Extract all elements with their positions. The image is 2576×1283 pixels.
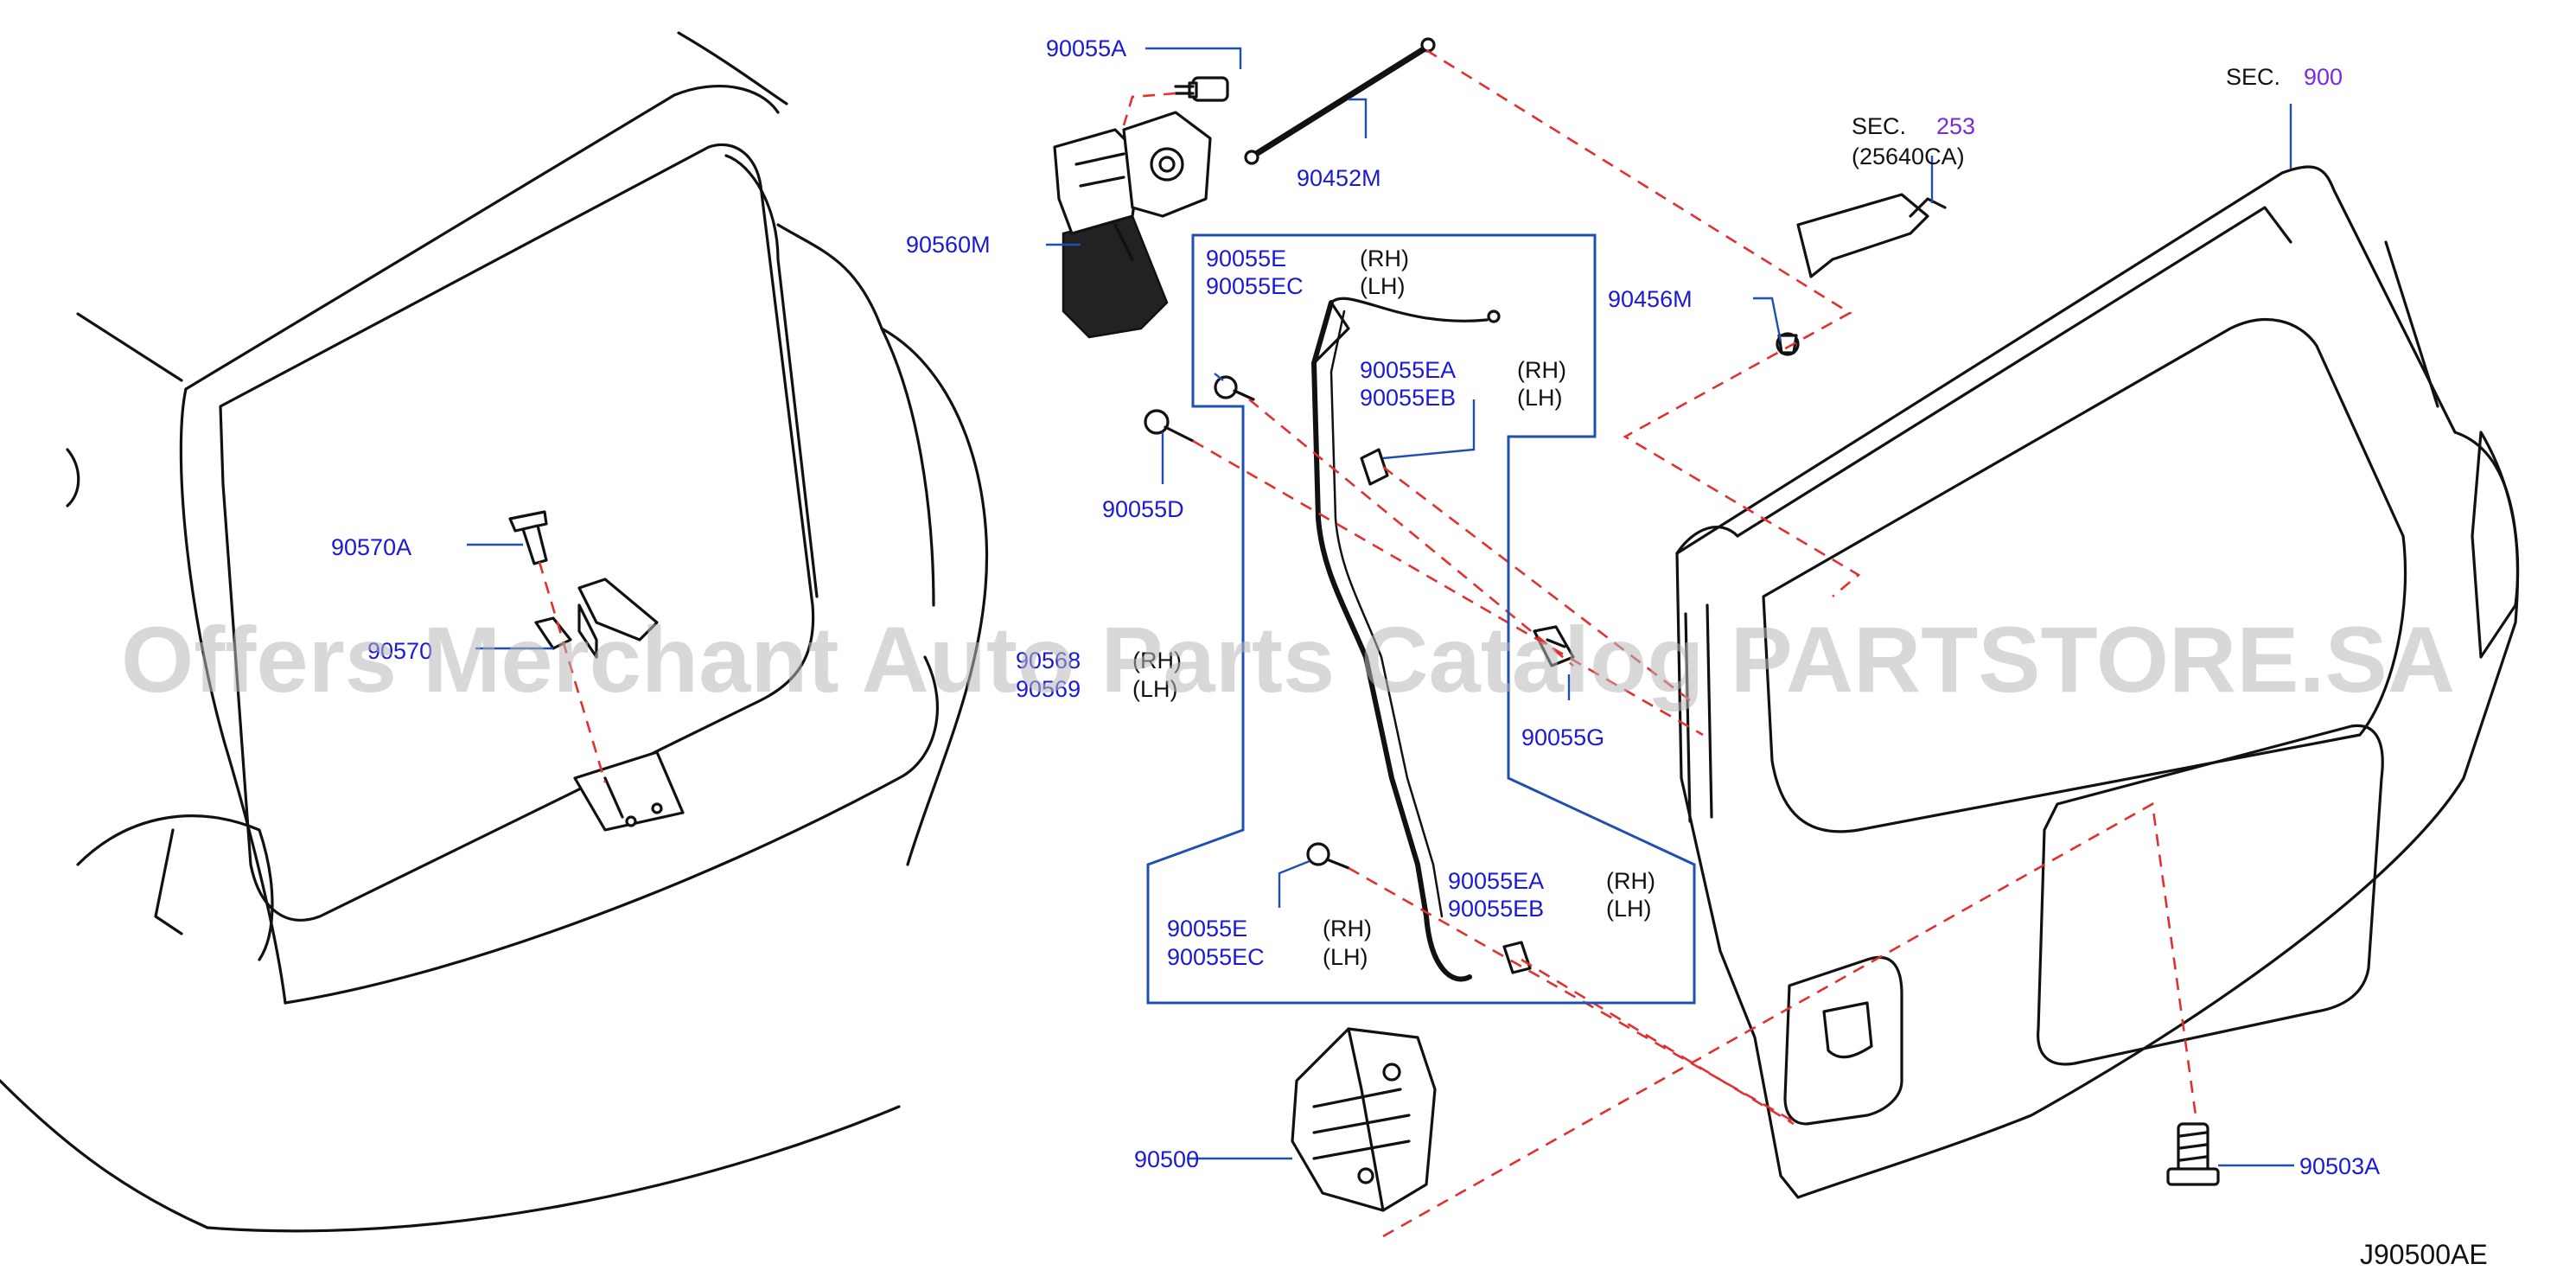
- clip-90055g: [1533, 625, 1575, 667]
- label-90568: 90568: [1016, 648, 1081, 673]
- label-lh-bot: (LH): [1323, 944, 1368, 970]
- label-lh-top: (LH): [1360, 273, 1406, 299]
- label-90055ea-top: 90055EA: [1360, 357, 1456, 383]
- connection-lines: [538, 48, 2197, 1238]
- bolt-90055a: [1174, 76, 1229, 102]
- sec-253-number: 253: [1936, 113, 1975, 139]
- sec-900-prefix: SEC.: [2226, 64, 2280, 90]
- label-90570a: 90570A: [331, 534, 411, 560]
- label-90055a: 90055A: [1046, 35, 1126, 61]
- clip-90456m: [1776, 332, 1800, 356]
- group-frame: [1146, 233, 1696, 1005]
- label-lh-mid: (LH): [1132, 676, 1178, 702]
- lock-actuator-90500: [1291, 1027, 1437, 1212]
- leader-lines: [467, 47, 2294, 1167]
- label-90055ec-top: 90055EC: [1206, 273, 1304, 299]
- label-90055e-top: 90055E: [1206, 246, 1286, 271]
- label-90055e-bot: 90055E: [1167, 916, 1247, 942]
- screw-90055d: [1144, 409, 1195, 443]
- label-90569: 90569: [1016, 676, 1081, 702]
- screw-90055e-bot: [1306, 842, 1350, 870]
- label-90560m: 90560M: [906, 232, 991, 258]
- label-90503a: 90503A: [2299, 1153, 2380, 1179]
- striker-bracket: [573, 750, 685, 832]
- label-90055ec-bot: 90055EC: [1167, 944, 1265, 970]
- sec-253-prefix: SEC.: [1852, 113, 1906, 139]
- diagram-code: J90500AE: [2360, 1239, 2488, 1270]
- clip-90055ea-bot: [1502, 941, 1532, 974]
- label-90452m: 90452M: [1297, 165, 1381, 191]
- label-90055ea-bot: 90055EA: [1448, 868, 1544, 894]
- label-90055eb-top: 90055EB: [1360, 385, 1456, 411]
- label-90570: 90570: [367, 638, 432, 664]
- rod-90452m: [1244, 37, 1436, 165]
- label-rh-top2: (RH): [1517, 357, 1566, 383]
- label-rh-bot2: (RH): [1606, 868, 1655, 894]
- sec-900-number: 900: [2304, 64, 2343, 90]
- label-lh-bot2: (LH): [1606, 896, 1652, 922]
- label-90055g: 90055G: [1521, 724, 1604, 750]
- clip-90055ea-top: [1360, 448, 1389, 486]
- actuator-motor: [1053, 111, 1212, 339]
- vehicle-body-outline: [0, 31, 989, 1233]
- screw-90055e-top: [1214, 375, 1255, 401]
- label-90055d: 90055D: [1102, 496, 1184, 522]
- label-rh-top: (RH): [1360, 246, 1409, 271]
- label-lh-top2: (LH): [1517, 385, 1563, 411]
- hinge-bracket: [534, 578, 659, 659]
- bracket-sec-253: [1796, 193, 1947, 278]
- label-90500: 90500: [1134, 1146, 1199, 1172]
- watermark-text: Offers Merchant Auto Parts Catalog PARTS…: [121, 607, 2455, 712]
- link-rod: [1311, 297, 1501, 982]
- label-rh-mid: (RH): [1132, 648, 1182, 673]
- sec-253-sub: (25640CA): [1852, 144, 1965, 169]
- bolt-90503a: [2166, 1122, 2220, 1186]
- label-rh-bot: (RH): [1323, 916, 1372, 942]
- label-90456m: 90456M: [1608, 286, 1693, 312]
- screw-90570a: [508, 510, 548, 565]
- back-door-panel: [1675, 165, 2520, 1199]
- label-90055eb-bot: 90055EB: [1448, 896, 1544, 922]
